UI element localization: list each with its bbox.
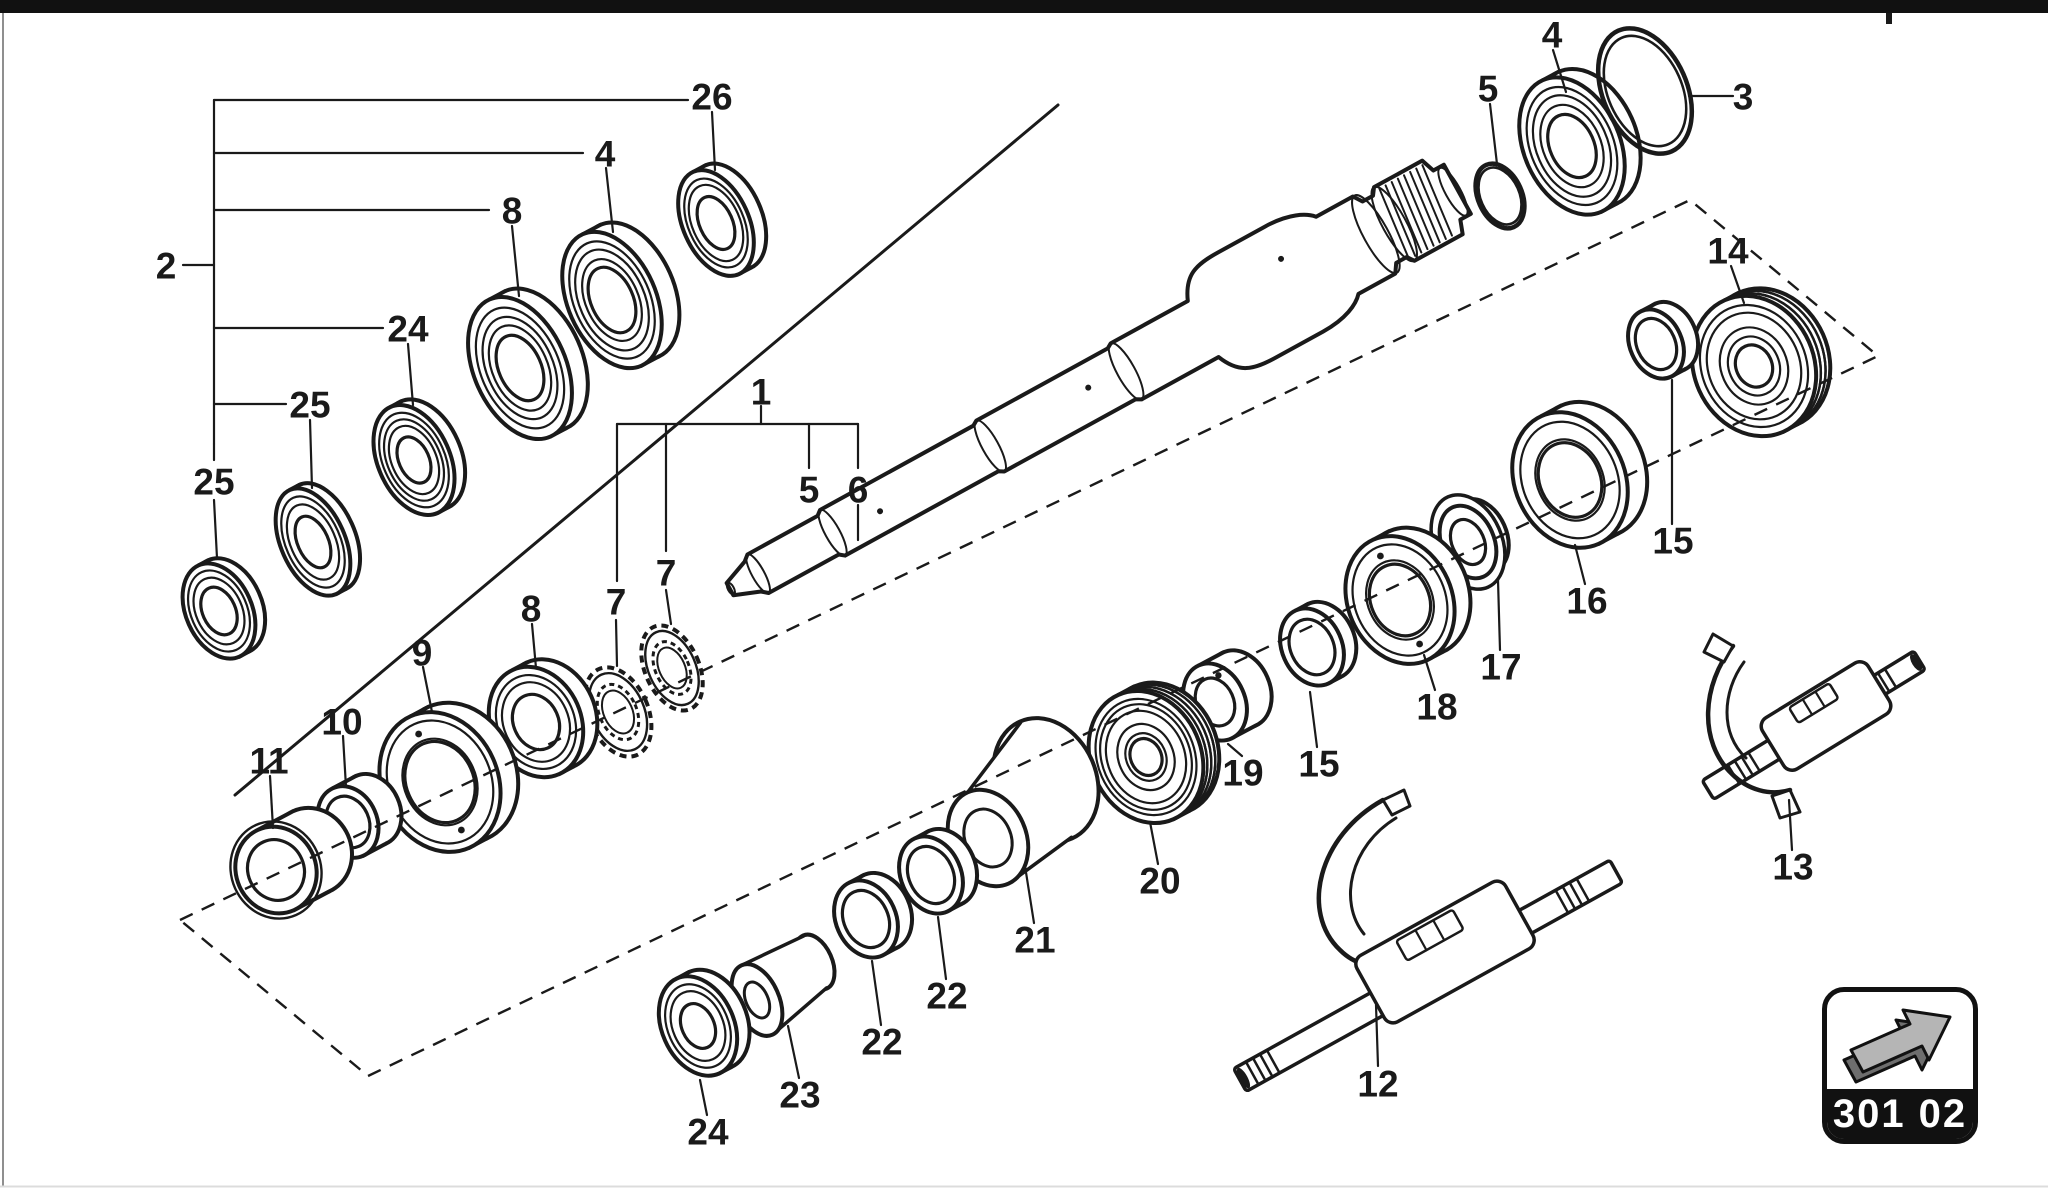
part-spacer-15-left <box>1278 599 1359 688</box>
callout-13[interactable]: 13 <box>1772 846 1813 887</box>
callout-16[interactable]: 16 <box>1566 580 1607 621</box>
section-ref-box[interactable]: 301 02 <box>1822 987 1978 1144</box>
part-shift-fork-13 <box>1701 632 1926 820</box>
callout-2[interactable]: 2 <box>156 245 177 286</box>
part-input-shaft-1 <box>724 158 1473 598</box>
part-shift-fork-12 <box>1233 788 1624 1093</box>
jump-arrow-icon <box>1827 992 1973 1096</box>
part-bearing-4-right <box>1517 66 1643 217</box>
section-ref-code: 301 02 <box>1832 1091 1968 1136</box>
callout-25-bottom[interactable]: 25 <box>193 461 234 502</box>
part-ring-22-right <box>897 826 979 916</box>
callout-4-right[interactable]: 4 <box>1542 14 1563 55</box>
callout-19[interactable]: 19 <box>1222 752 1263 793</box>
part-bearing-25-lower <box>180 556 268 661</box>
callout-15-right[interactable]: 15 <box>1652 520 1693 561</box>
callout-20[interactable]: 20 <box>1139 860 1180 901</box>
part-seal-24-upper <box>371 397 468 517</box>
callout-5-mid[interactable]: 5 <box>799 469 820 510</box>
callout-8-top[interactable]: 8 <box>502 190 523 231</box>
callout-18[interactable]: 18 <box>1416 686 1457 727</box>
callout-17[interactable]: 17 <box>1480 646 1521 687</box>
callout-22-right[interactable]: 22 <box>926 975 967 1016</box>
callout-24-top[interactable]: 24 <box>387 308 429 349</box>
part-bearing-25-upper <box>273 481 363 598</box>
separator-line <box>233 103 1060 797</box>
callout-15-left[interactable]: 15 <box>1298 743 1339 784</box>
callout-6[interactable]: 6 <box>848 469 869 510</box>
callout-10[interactable]: 10 <box>321 701 362 742</box>
callout-24-bottom[interactable]: 24 <box>687 1111 729 1152</box>
callout-4-left[interactable]: 4 <box>595 133 616 174</box>
part-bearing-24-lower <box>656 967 752 1078</box>
callout-14[interactable]: 14 <box>1707 230 1749 271</box>
callout-5-right[interactable]: 5 <box>1478 68 1499 109</box>
part-snap-ring-3 <box>1595 26 1695 156</box>
part-spacer-15-right <box>1626 299 1701 381</box>
callout-21[interactable]: 21 <box>1014 919 1055 960</box>
callout-22-left[interactable]: 22 <box>861 1021 902 1062</box>
part-ring-22-left <box>832 870 914 960</box>
part-ring-5-right <box>1473 161 1527 231</box>
part-pulley-14 <box>1689 286 1833 439</box>
part-bushing-11 <box>229 805 355 920</box>
part-bearing-9 <box>377 700 521 854</box>
callout-lines <box>181 48 1794 1117</box>
callout-labels: 1234455677889101112131415151617181920212… <box>156 14 1814 1152</box>
callout-8-bottom[interactable]: 8 <box>521 588 542 629</box>
part-bearing-26 <box>676 161 769 278</box>
section-ref-band: 301 02 <box>1827 1089 1973 1139</box>
dashed-boundary <box>177 198 1881 1078</box>
callout-25-top[interactable]: 25 <box>289 384 330 425</box>
part-bearing-4-left <box>560 220 682 371</box>
part-bearing-18 <box>1343 525 1473 666</box>
part-bushing-10 <box>315 772 404 860</box>
callout-11[interactable]: 11 <box>249 740 288 781</box>
callout-3[interactable]: 3 <box>1733 76 1754 117</box>
part-bearing-16 <box>1510 399 1650 550</box>
part-bearing-8-upper <box>466 286 590 442</box>
callout-23[interactable]: 23 <box>779 1074 820 1115</box>
callout-7-right[interactable]: 7 <box>656 552 677 593</box>
callout-9[interactable]: 9 <box>412 632 433 673</box>
callout-12[interactable]: 12 <box>1357 1063 1398 1104</box>
callout-7-left[interactable]: 7 <box>606 581 627 622</box>
part-lockwasher-7-right <box>639 623 705 713</box>
callout-1[interactable]: 1 <box>751 371 772 412</box>
part-pulley-20 <box>1086 680 1222 826</box>
callout-26[interactable]: 26 <box>691 76 732 117</box>
